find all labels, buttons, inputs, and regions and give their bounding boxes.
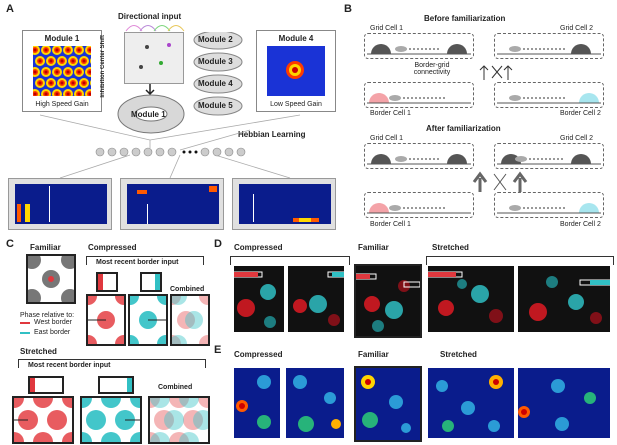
- directional-input-label: Directional input: [118, 12, 182, 21]
- c-stretched-label: Stretched: [20, 347, 57, 356]
- module1-torus: [117, 94, 185, 134]
- module1-inset-title: Module 1: [44, 34, 80, 43]
- panel-label-d: D: [214, 238, 222, 250]
- d-map-2: [288, 266, 344, 332]
- module4-inset: Module 4 Low Speed Gain: [256, 30, 336, 112]
- c-compressed-label: Compressed: [88, 243, 137, 252]
- d-stretched-bracket: [426, 256, 614, 265]
- neural-sheet: [124, 32, 184, 84]
- central-module-label: Module 1: [131, 110, 166, 119]
- d-map-familiar: [354, 264, 422, 338]
- after-grid1-box: [364, 143, 474, 169]
- c-stretched-combined-label: Combined: [158, 384, 193, 391]
- after-border2-box: [494, 192, 604, 218]
- b-before-grid1: Grid Cell 1: [370, 25, 404, 32]
- c-west-icon: [96, 272, 118, 292]
- e-map-3: [428, 368, 514, 438]
- e-familiar-label: Familiar: [358, 350, 389, 359]
- e-map-1: [234, 368, 280, 438]
- phase-relative-label: Phase relative to:: [20, 312, 75, 319]
- e-map-2: [286, 368, 344, 438]
- c-combined-label: Combined: [170, 286, 205, 293]
- e-map-4: [518, 368, 610, 438]
- c-stretched-most-recent: Most recent border input: [28, 362, 111, 369]
- b-after-grid1: Grid Cell 1: [370, 135, 404, 142]
- module4-caption: Low Speed Gain: [270, 101, 322, 108]
- border-grid-connectivity-label: Border-grid connectivity: [413, 62, 451, 76]
- east-border-label: East border: [34, 329, 71, 336]
- ring-module-5: Module 5: [198, 101, 233, 110]
- c-stretched-east-icon: [98, 376, 134, 394]
- c-compressed-combined: [170, 294, 210, 346]
- b-before-grid2: Grid Cell 2: [560, 25, 594, 32]
- inhibition-center-shift-label: Inhibition Center Shift: [100, 35, 106, 98]
- c-familiar-label: Familiar: [30, 243, 61, 252]
- panel-label-a: A: [6, 3, 14, 15]
- e-stretched-label: Stretched: [440, 350, 477, 359]
- module4-inset-title: Module 4: [278, 34, 314, 43]
- module1-caption: High Speed Gain: [35, 101, 89, 108]
- before-grid1-box: [364, 33, 474, 59]
- d-stretched-label: Stretched: [432, 243, 469, 252]
- after-grid2-box: [494, 143, 604, 169]
- c-stretched-west-icon: [28, 376, 64, 394]
- before-border1-box: [364, 82, 474, 108]
- c-stretched-combined: [148, 396, 210, 444]
- b-before-border2: Border Cell 2: [560, 110, 601, 117]
- after-border1-box: [364, 192, 474, 218]
- e-compressed-label: Compressed: [234, 350, 283, 359]
- ring-module-2: Module 2: [198, 35, 233, 44]
- c-stretched-bracket: [18, 359, 206, 368]
- panel-label-c: C: [6, 238, 14, 250]
- c-compressed-most-recent: Most recent border input: [96, 259, 179, 266]
- c-east-icon: [140, 272, 162, 292]
- place-map-3: [232, 178, 336, 230]
- c-compressed-east: [128, 294, 168, 346]
- panel-label-b: B: [344, 3, 352, 15]
- west-border-label: West border: [34, 319, 72, 326]
- e-map-familiar: [354, 366, 422, 442]
- west-border-swatch: [20, 322, 30, 324]
- east-border-swatch: [20, 332, 30, 334]
- c-compressed-bracket: [86, 256, 204, 265]
- d-compressed-label: Compressed: [234, 243, 283, 252]
- module4-ratemap: [267, 46, 325, 96]
- ring-module-4: Module 4: [198, 79, 233, 88]
- d-compressed-bracket: [230, 256, 350, 265]
- b-after-grid2: Grid Cell 2: [560, 135, 594, 142]
- after-familiarization-label: After familiarization: [426, 124, 501, 133]
- d-map-1: [234, 266, 284, 332]
- c-stretched-west: [12, 396, 74, 444]
- hebbian-learning-label: Hebbian Learning: [238, 130, 306, 139]
- d-familiar-label: Familiar: [358, 243, 389, 252]
- d-map-3: [428, 266, 514, 332]
- place-map-1: [8, 178, 112, 230]
- b-after-border2: Border Cell 2: [560, 221, 601, 228]
- panel-label-e: E: [214, 344, 222, 356]
- panel-a-connections: [39, 114, 301, 179]
- before-border2-box: [494, 82, 604, 108]
- ring-module-3: Module 3: [198, 57, 233, 66]
- b-after-border1: Border Cell 1: [370, 221, 411, 228]
- directional-input-curves: [125, 25, 185, 32]
- module1-inset: Module 1 High Speed Gain: [22, 30, 102, 112]
- before-familiarization-label: Before familiarization: [424, 14, 506, 23]
- d-map-4: [518, 266, 610, 332]
- before-grid2-box: [494, 33, 604, 59]
- module1-ratemap: [33, 46, 91, 96]
- b-before-border1: Border Cell 1: [370, 110, 411, 117]
- c-familiar-grid: [26, 254, 76, 304]
- c-stretched-east: [80, 396, 142, 444]
- place-map-2: [120, 178, 224, 230]
- c-compressed-west: [86, 294, 126, 346]
